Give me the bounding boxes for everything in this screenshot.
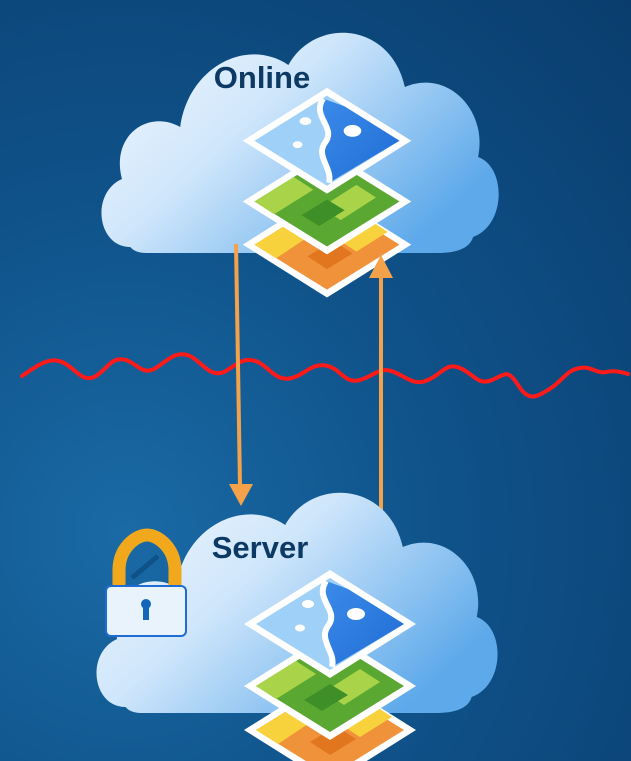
server-cloud: Server	[96, 492, 498, 761]
arrow-server-to-online	[369, 255, 393, 514]
arrow-online-to-server	[229, 243, 253, 506]
server-cloud-label: Server	[212, 530, 309, 565]
network-boundary-line	[20, 352, 630, 399]
online-cloud-label: Online	[214, 60, 310, 95]
online-cloud: Online	[101, 32, 499, 298]
lock-icon	[105, 528, 187, 637]
